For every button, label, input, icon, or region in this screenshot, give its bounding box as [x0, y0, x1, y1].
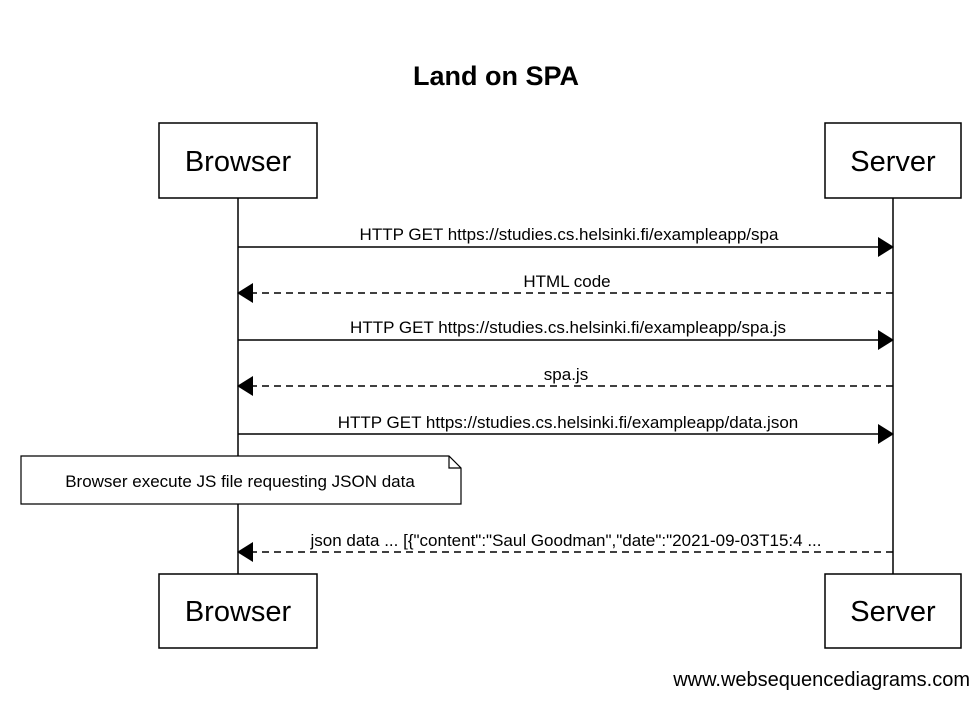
- participant-server-bottom: Server: [824, 573, 962, 649]
- participant-server-top: Server: [824, 122, 962, 199]
- participant-browser-bottom: Browser: [158, 573, 318, 649]
- note-text: Browser execute JS file requesting JSON …: [65, 472, 415, 491]
- message-5: HTTP GET https://studies.cs.helsinki.fi/…: [238, 413, 894, 444]
- message-4: spa.js: [237, 365, 893, 396]
- participant-label: Server: [850, 146, 936, 178]
- message-6: json data ... [{"content":"Saul Goodman"…: [237, 531, 893, 562]
- participant-label: Server: [850, 596, 936, 628]
- note-fold: [448, 456, 461, 469]
- message-label: HTTP GET https://studies.cs.helsinki.fi/…: [360, 225, 779, 244]
- message-label: spa.js: [544, 365, 588, 384]
- participant-label: Browser: [185, 146, 292, 178]
- note-browser: Browser execute JS file requesting JSON …: [20, 455, 462, 505]
- footer-watermark: www.websequencediagrams.com: [672, 669, 970, 691]
- message-1: HTTP GET https://studies.cs.helsinki.fi/…: [238, 225, 894, 257]
- message-label: HTTP GET https://studies.cs.helsinki.fi/…: [338, 413, 798, 432]
- participant-browser-top: Browser: [158, 122, 318, 199]
- message-label: HTTP GET https://studies.cs.helsinki.fi/…: [350, 318, 786, 337]
- message-2: HTML code: [237, 272, 893, 303]
- participant-label: Browser: [185, 596, 292, 628]
- diagram-title: Land on SPA: [413, 61, 579, 91]
- message-3: HTTP GET https://studies.cs.helsinki.fi/…: [238, 318, 894, 350]
- message-label: json data ... [{"content":"Saul Goodman"…: [309, 531, 821, 550]
- note-box: [20, 455, 462, 505]
- message-label: HTML code: [523, 272, 610, 291]
